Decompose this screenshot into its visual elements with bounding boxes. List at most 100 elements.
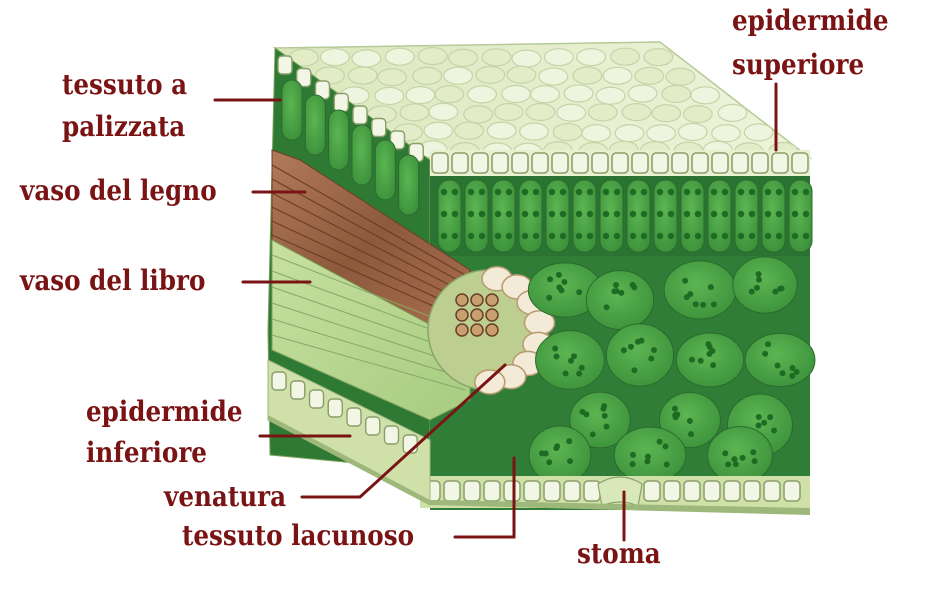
- lower-epidermis-cell: [723, 480, 741, 502]
- top-surface-cell: [384, 47, 415, 66]
- chloroplast: [644, 453, 651, 460]
- chloroplast: [756, 276, 763, 283]
- leaf-bottom-edge: [268, 415, 810, 515]
- lower-epidermis-cell: [643, 480, 661, 502]
- chloroplast: [791, 232, 799, 240]
- label-venatura: venatura: [164, 480, 287, 513]
- top-surface-cell: [423, 121, 454, 140]
- chloroplast: [602, 232, 610, 240]
- chloroplast: [705, 341, 712, 348]
- spongy-cell: [613, 426, 687, 484]
- chloroplast: [602, 210, 610, 218]
- spongy-cell: [675, 332, 745, 388]
- upper-epidermis-cell: [571, 152, 589, 174]
- spongy-cell-wall: [605, 323, 675, 387]
- label-stoma: stoma: [577, 537, 661, 570]
- top-surface-cell: [661, 84, 692, 104]
- top-surface-cell: [711, 124, 741, 143]
- top-surface-cell: [677, 122, 708, 142]
- chloroplast: [737, 232, 745, 240]
- palisade-cell: [518, 179, 543, 253]
- lower-epidermis-cell: [663, 480, 681, 502]
- chloroplast: [753, 284, 760, 291]
- chloroplast: [748, 188, 756, 196]
- top-surface-cell: [374, 86, 405, 106]
- upper-epidermis-cell: [551, 152, 569, 174]
- chloroplast: [710, 362, 717, 369]
- spongy-cell-wall: [663, 260, 737, 320]
- chloroplast: [772, 288, 779, 295]
- top-surface-cell: [634, 66, 665, 85]
- upper-epidermis-cell: [333, 92, 349, 113]
- spongy-cell: [585, 270, 655, 330]
- chloroplast: [737, 188, 745, 196]
- spongy-cell-wall: [585, 270, 655, 330]
- xylem-vessel-line: [271, 206, 466, 303]
- lower-epidermis-cell: [703, 480, 721, 502]
- chloroplast: [755, 422, 762, 429]
- top-surface-cell: [621, 102, 652, 122]
- chloroplast: [748, 210, 756, 218]
- top-surface-cell: [665, 67, 696, 86]
- spongy-cell: [528, 425, 592, 485]
- chloroplast: [802, 232, 810, 240]
- chloroplast: [586, 232, 594, 240]
- top-surface-cell: [428, 102, 459, 121]
- xylem-cross-cell: [455, 293, 469, 307]
- chloroplast: [656, 438, 663, 445]
- chloroplast: [663, 461, 670, 468]
- chloroplast: [656, 210, 664, 218]
- chloroplast: [707, 284, 714, 291]
- chloroplast: [793, 368, 800, 375]
- chloroplast: [627, 343, 634, 350]
- top-surface-cell: [627, 84, 658, 103]
- top-surface-cell: [743, 123, 774, 142]
- top-surface-cell: [506, 65, 537, 84]
- chloroplast: [505, 188, 513, 196]
- lower-epidermis-cell: [308, 389, 325, 409]
- chloroplast: [553, 353, 560, 360]
- top-surface-cell: [467, 85, 497, 104]
- palisade-cell: [351, 124, 373, 186]
- chloroplast: [774, 362, 781, 369]
- lower-epidermis-cell: [483, 480, 501, 502]
- top-surface-cell: [501, 84, 531, 104]
- chloroplast: [618, 289, 625, 296]
- lower-epidermis-cell: [271, 371, 287, 391]
- upper-epidermis-cell: [511, 152, 529, 174]
- chloroplast: [710, 232, 718, 240]
- top-surface-cell: [519, 122, 549, 141]
- chloroplast: [640, 188, 648, 196]
- chloroplast: [683, 232, 691, 240]
- label-tessuto-a-palizzata-line2: palizzata: [62, 110, 186, 143]
- palisade-cells-left: [281, 79, 420, 216]
- chloroplast: [532, 232, 540, 240]
- chloroplast: [575, 232, 583, 240]
- chloroplast: [613, 282, 620, 289]
- spongy-cell: [605, 323, 675, 387]
- spongy-cell-wall: [569, 391, 631, 449]
- palisade-cell: [734, 179, 759, 253]
- chloroplast: [775, 232, 783, 240]
- xylem-cross-cells: [455, 293, 499, 337]
- chloroplast: [558, 287, 565, 294]
- top-surface-cell: [552, 122, 583, 142]
- upper-epidermis-cell: [431, 152, 449, 174]
- chloroplast: [648, 355, 655, 362]
- lower-epidermis-cell: [543, 480, 561, 502]
- palisade-cell: [761, 179, 786, 253]
- upper-epidermis-cell: [731, 152, 749, 174]
- top-surface-cell: [646, 124, 677, 143]
- chloroplast: [629, 188, 637, 196]
- xylem-vessel-line: [271, 178, 466, 285]
- lower-epidermis-cell: [763, 480, 781, 502]
- chloroplast: [764, 210, 772, 218]
- palisade-cell: [680, 179, 705, 253]
- chloroplast: [478, 210, 486, 218]
- xylem-cross-cell: [470, 308, 484, 322]
- chloroplast: [688, 431, 695, 438]
- chloroplast: [576, 370, 583, 377]
- chloroplast: [440, 232, 448, 240]
- xylem-vessel-line: [271, 164, 466, 276]
- xylem-vessel-line: [271, 220, 466, 312]
